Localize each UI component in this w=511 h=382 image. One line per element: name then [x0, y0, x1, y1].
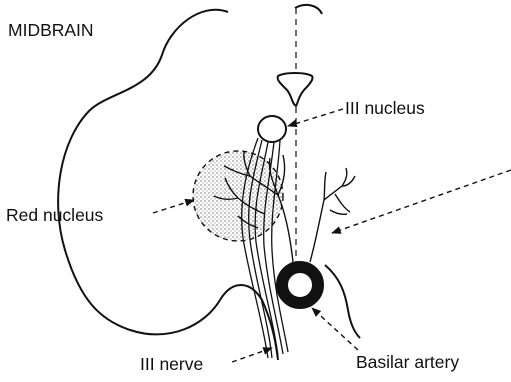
red-nucleus-leader [153, 200, 194, 213]
leader-lines [153, 109, 511, 362]
basilar-artery-shape [282, 267, 318, 303]
cerebral-peduncle-right [325, 265, 360, 338]
iii-nucleus-shape [258, 116, 286, 142]
diagram-title: MIDBRAIN [8, 20, 94, 40]
cerebral-aqueduct [278, 73, 313, 106]
artery-branch-leader [332, 170, 511, 233]
iii-nerve-leader [232, 348, 272, 362]
midbrain-outline-right [295, 5, 322, 14]
label-iii-nerve: III nerve [140, 354, 203, 374]
label-basilar-artery: Basilar artery [356, 352, 459, 372]
label-red-nucleus: Red nucleus [6, 205, 103, 225]
basilar-artery-leader [312, 308, 358, 350]
label-iii-nucleus: III nucleus [345, 98, 425, 118]
